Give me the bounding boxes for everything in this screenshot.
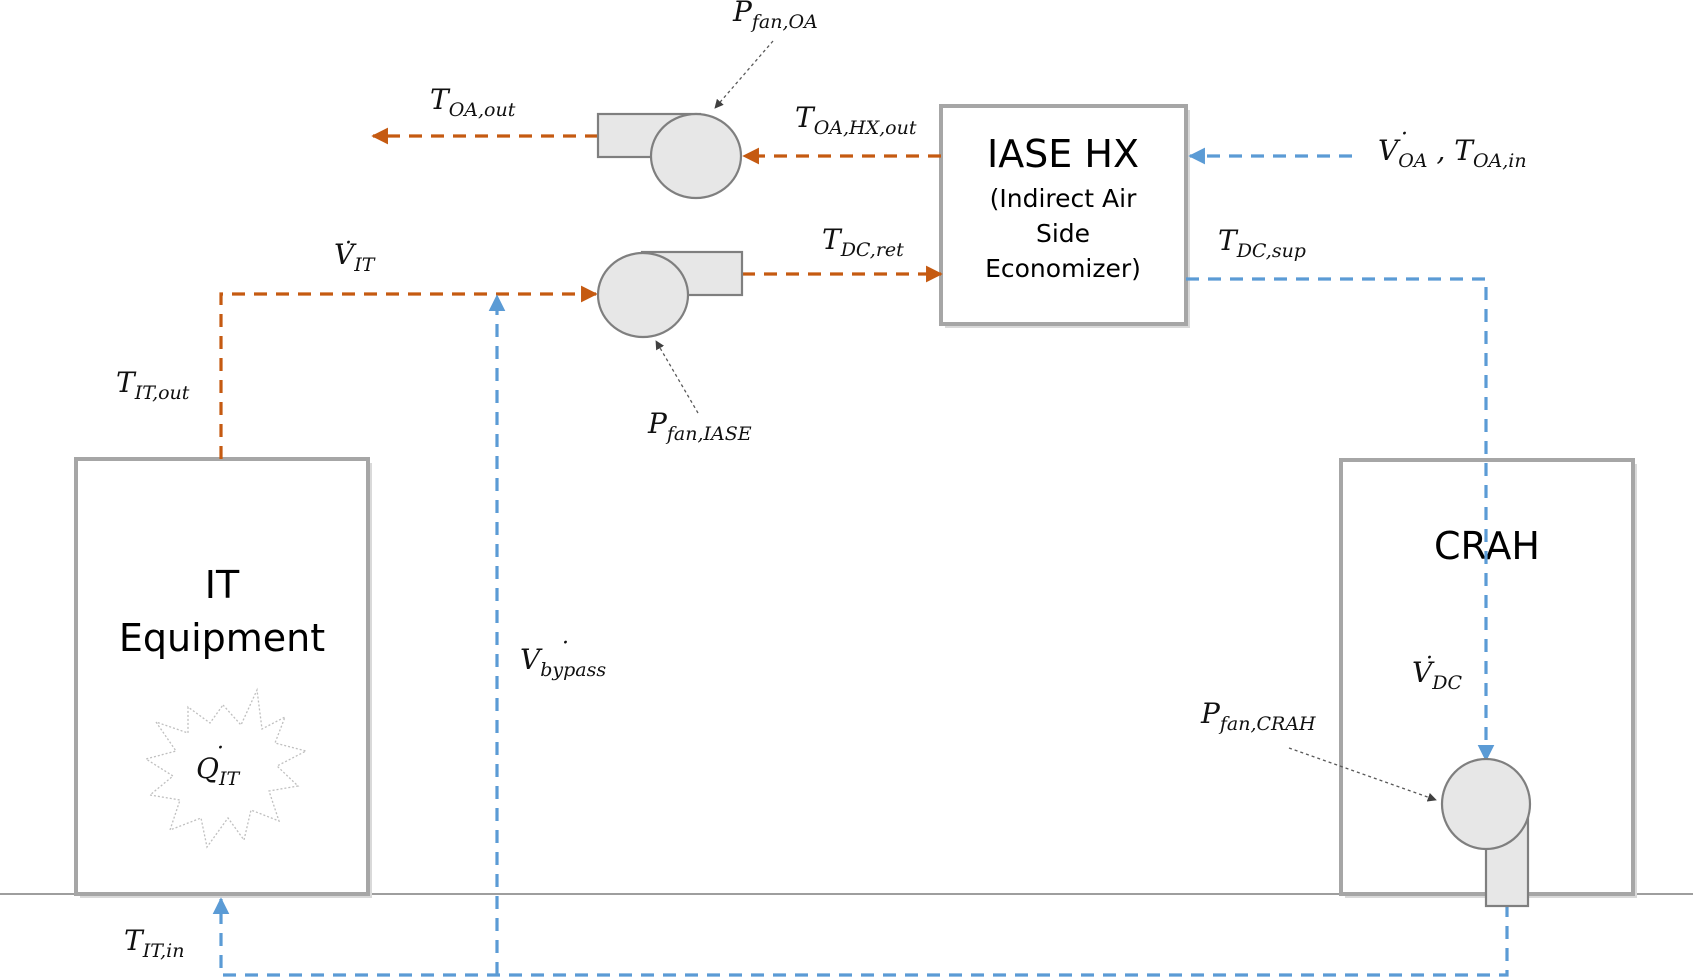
t-it-out-label: TIT,out [116,366,190,404]
t-oa-out-label: TOA,out [430,83,516,121]
v-bypass-label: Vbypass · [520,631,606,681]
svg-text:·: · [345,231,352,256]
cold-air-supply-flow [1186,277,1495,762]
v-dc-label: VDC · [1412,646,1462,694]
t-dc-ret-label: TDC,ret [822,223,904,261]
iase-hx-subtitle-line3: Economizer) [985,254,1141,283]
p-fan-oa-label: Pfan,OA [732,0,818,33]
it-equipment-title-line2: Equipment [119,616,325,660]
burst-icon [144,687,308,849]
svg-text:Vbypass: Vbypass [520,643,606,681]
crah-fan-centrifugal-fan-icon [1440,757,1532,908]
iase-hx-subtitle-line1: (Indirect Air [990,184,1137,213]
hot-air-it-return-flow [219,285,598,459]
svg-text:·: · [562,631,569,656]
p-fan-iase-pointer-arrow [655,340,699,414]
v-it-label: VIT · [334,231,376,276]
v-oa-t-oa-in-label: VOA , TOA,in · [1378,122,1527,172]
iase-hx-subtitle-line2: Side [1036,219,1090,248]
iase-fan-centrifugal-fan-icon [596,250,744,339]
p-fan-crah-label: Pfan,CRAH [1200,697,1316,735]
p-fan-iase-label: Pfan,IASE [647,407,752,445]
p-fan-oa-pointer-arrow [714,40,774,109]
svg-text:QIT: QIT [196,752,240,790]
q-it-label: QIT · [196,736,240,790]
it-equipment-box: IT Equipment QIT · [74,457,372,898]
svg-text:VOA , TOA,in: VOA , TOA,in [1378,134,1527,172]
iase-hx-box: IASE HX (Indirect Air Side Economizer) [939,104,1190,328]
t-it-in-label: TIT,in [124,924,184,962]
oa-fan-centrifugal-fan-icon [596,112,743,200]
t-dc-sup-label: TDC,sup [1218,224,1306,262]
svg-text:·: · [1426,646,1433,671]
svg-text:VIT: VIT [334,238,376,276]
t-oa-hx-out-label: TOA,HX,out [795,101,917,139]
it-equipment-title-line1: IT [205,563,240,607]
cold-air-underfloor-supply-flow [212,897,1509,977]
p-fan-crah-pointer-arrow [1288,747,1437,802]
svg-text:VDC: VDC [1412,656,1462,694]
svg-text:·: · [1401,122,1408,147]
svg-text:·: · [217,736,224,761]
iase-hx-title: IASE HX [987,132,1139,176]
